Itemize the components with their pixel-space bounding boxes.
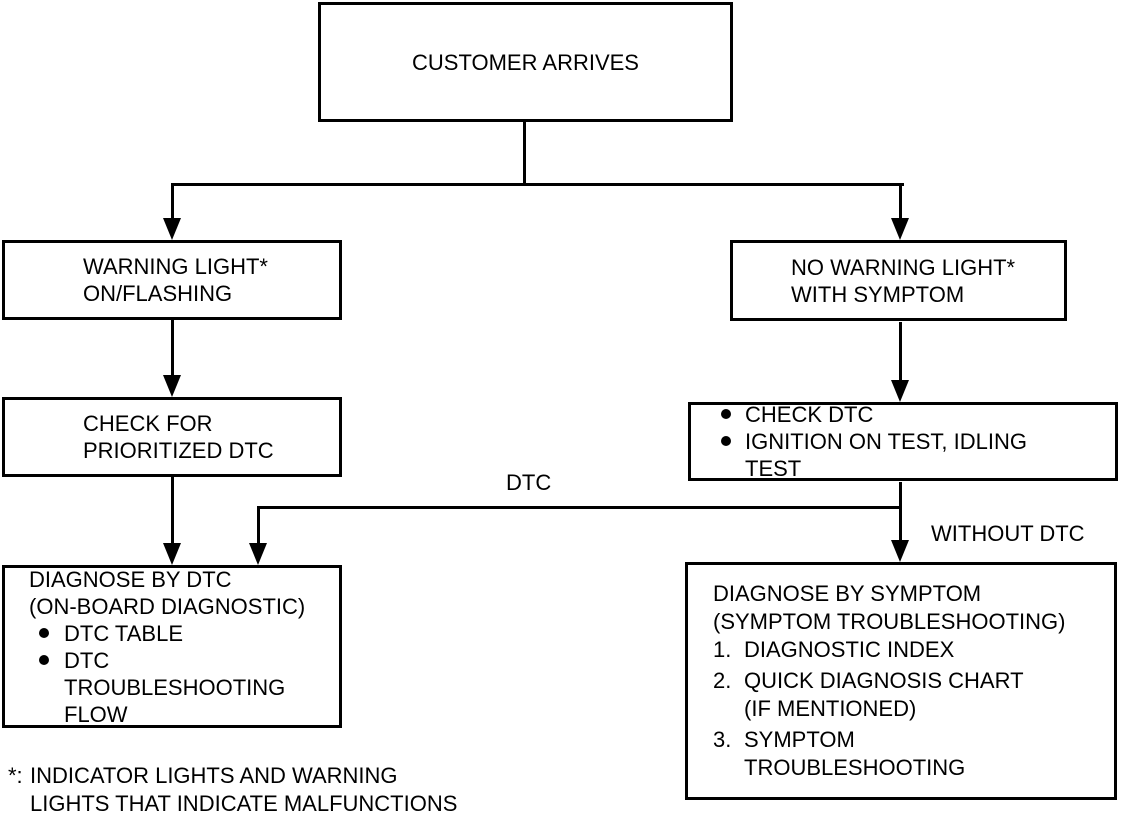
item-number: 1. bbox=[713, 637, 732, 662]
bullet-text: TROUBLESHOOTING bbox=[64, 674, 286, 700]
bullet-text: CHECK DTC bbox=[745, 402, 874, 427]
edge-label-dtc: DTC bbox=[506, 470, 552, 495]
item-text: (IF MENTIONED) bbox=[744, 696, 917, 721]
arrowhead-down-icon bbox=[163, 218, 181, 240]
edge-label-without-dtc: WITHOUT DTC bbox=[931, 521, 1085, 546]
arrowhead-down-icon bbox=[891, 218, 909, 240]
item-text: SYMPTOM bbox=[744, 727, 855, 752]
node-diagnose-by-dtc: DIAGNOSE BY DTC (ON-BOARD DIAGNOSTIC) DT… bbox=[2, 565, 342, 728]
arrowhead-down-icon bbox=[249, 543, 267, 565]
bullet-icon bbox=[721, 409, 731, 419]
connector-nowarning-to-checkdtc bbox=[899, 322, 902, 381]
bullet-icon bbox=[721, 436, 731, 446]
bullet-item: DTC TABLE bbox=[39, 620, 339, 647]
item-text: DIAGNOSTIC INDEX bbox=[744, 637, 955, 662]
bullet-icon bbox=[39, 627, 49, 638]
connector-branch-horizontal bbox=[171, 183, 904, 186]
connector-dtc-drop bbox=[257, 506, 260, 544]
footnote-text: INDICATOR LIGHTS AND WARNING bbox=[30, 763, 398, 788]
bullet-text: TEST bbox=[745, 456, 802, 481]
bullet-item: CHECK DTC bbox=[721, 401, 1115, 428]
numbered-item: 2. QUICK DIAGNOSIS CHART (IF MENTIONED) bbox=[713, 667, 1114, 723]
node-warning-light: WARNING LIGHT* ON/FLASHING bbox=[2, 240, 342, 320]
connector-check-to-diagnose-dtc bbox=[171, 477, 174, 544]
connector-warning-to-check bbox=[171, 320, 174, 376]
node-no-warning-light: NO WARNING LIGHT* WITH SYMPTOM bbox=[730, 240, 1067, 321]
numbered-item: 3. SYMPTOM TROUBLESHOOTING bbox=[713, 726, 1114, 782]
connector-left-drop bbox=[171, 183, 174, 219]
footnote: *: INDICATOR LIGHTS AND WARNING LIGHTS T… bbox=[8, 762, 457, 818]
connector-right-drop bbox=[899, 183, 902, 219]
arrowhead-down-icon bbox=[163, 375, 181, 397]
node-label: ON/FLASHING bbox=[83, 281, 233, 306]
footnote-marker: *: bbox=[8, 763, 23, 788]
node-label: PRIORITIZED DTC bbox=[83, 438, 274, 463]
node-label: DIAGNOSE BY DTC bbox=[29, 566, 232, 592]
bullet-text: FLOW bbox=[64, 701, 128, 727]
numbered-item: 1. DIAGNOSTIC INDEX bbox=[713, 636, 1114, 664]
node-diagnose-by-symptom: DIAGNOSE BY SYMPTOM (SYMPTOM TROUBLESHOO… bbox=[685, 562, 1117, 800]
arrowhead-down-icon bbox=[163, 543, 181, 565]
node-label: DIAGNOSE BY SYMPTOM bbox=[713, 581, 982, 606]
bullet-icon bbox=[39, 654, 49, 665]
connector-dtc-horizontal bbox=[257, 506, 902, 509]
node-label: CHECK FOR bbox=[83, 411, 213, 436]
bullet-item: DTC TROUBLESHOOTING FLOW bbox=[39, 647, 339, 728]
node-check-prioritized-dtc: CHECK FOR PRIORITIZED DTC bbox=[2, 397, 342, 477]
item-text: QUICK DIAGNOSIS CHART bbox=[744, 668, 1024, 693]
bullet-item: IGNITION ON TEST, IDLING TEST bbox=[721, 428, 1115, 482]
node-label: CUSTOMER ARRIVES bbox=[412, 49, 639, 75]
bullet-text: IGNITION ON TEST, IDLING bbox=[745, 429, 1027, 454]
connector-customer-down bbox=[523, 122, 526, 185]
node-label: WITH SYMPTOM bbox=[791, 281, 965, 307]
node-label: NO WARNING LIGHT* bbox=[791, 254, 1016, 280]
item-number: 3. bbox=[713, 727, 732, 752]
node-label: (ON-BOARD DIAGNOSTIC) bbox=[29, 593, 306, 619]
bullet-text: DTC TABLE bbox=[64, 620, 183, 646]
node-label: (SYMPTOM TROUBLESHOOTING) bbox=[713, 609, 1066, 634]
node-check-dtc: CHECK DTC IGNITION ON TEST, IDLING TEST bbox=[688, 402, 1118, 481]
footnote-text: LIGHTS THAT INDICATE MALFUNCTIONS bbox=[30, 791, 458, 816]
node-label: WARNING LIGHT* bbox=[83, 254, 268, 279]
item-text: TROUBLESHOOTING bbox=[744, 755, 966, 780]
bullet-text: DTC bbox=[64, 647, 110, 673]
connector-checkdtc-to-symptom bbox=[899, 482, 902, 541]
arrowhead-down-icon bbox=[891, 380, 909, 402]
item-number: 2. bbox=[713, 668, 732, 693]
node-customer-arrives: CUSTOMER ARRIVES bbox=[318, 2, 733, 122]
arrowhead-down-icon bbox=[891, 540, 909, 562]
